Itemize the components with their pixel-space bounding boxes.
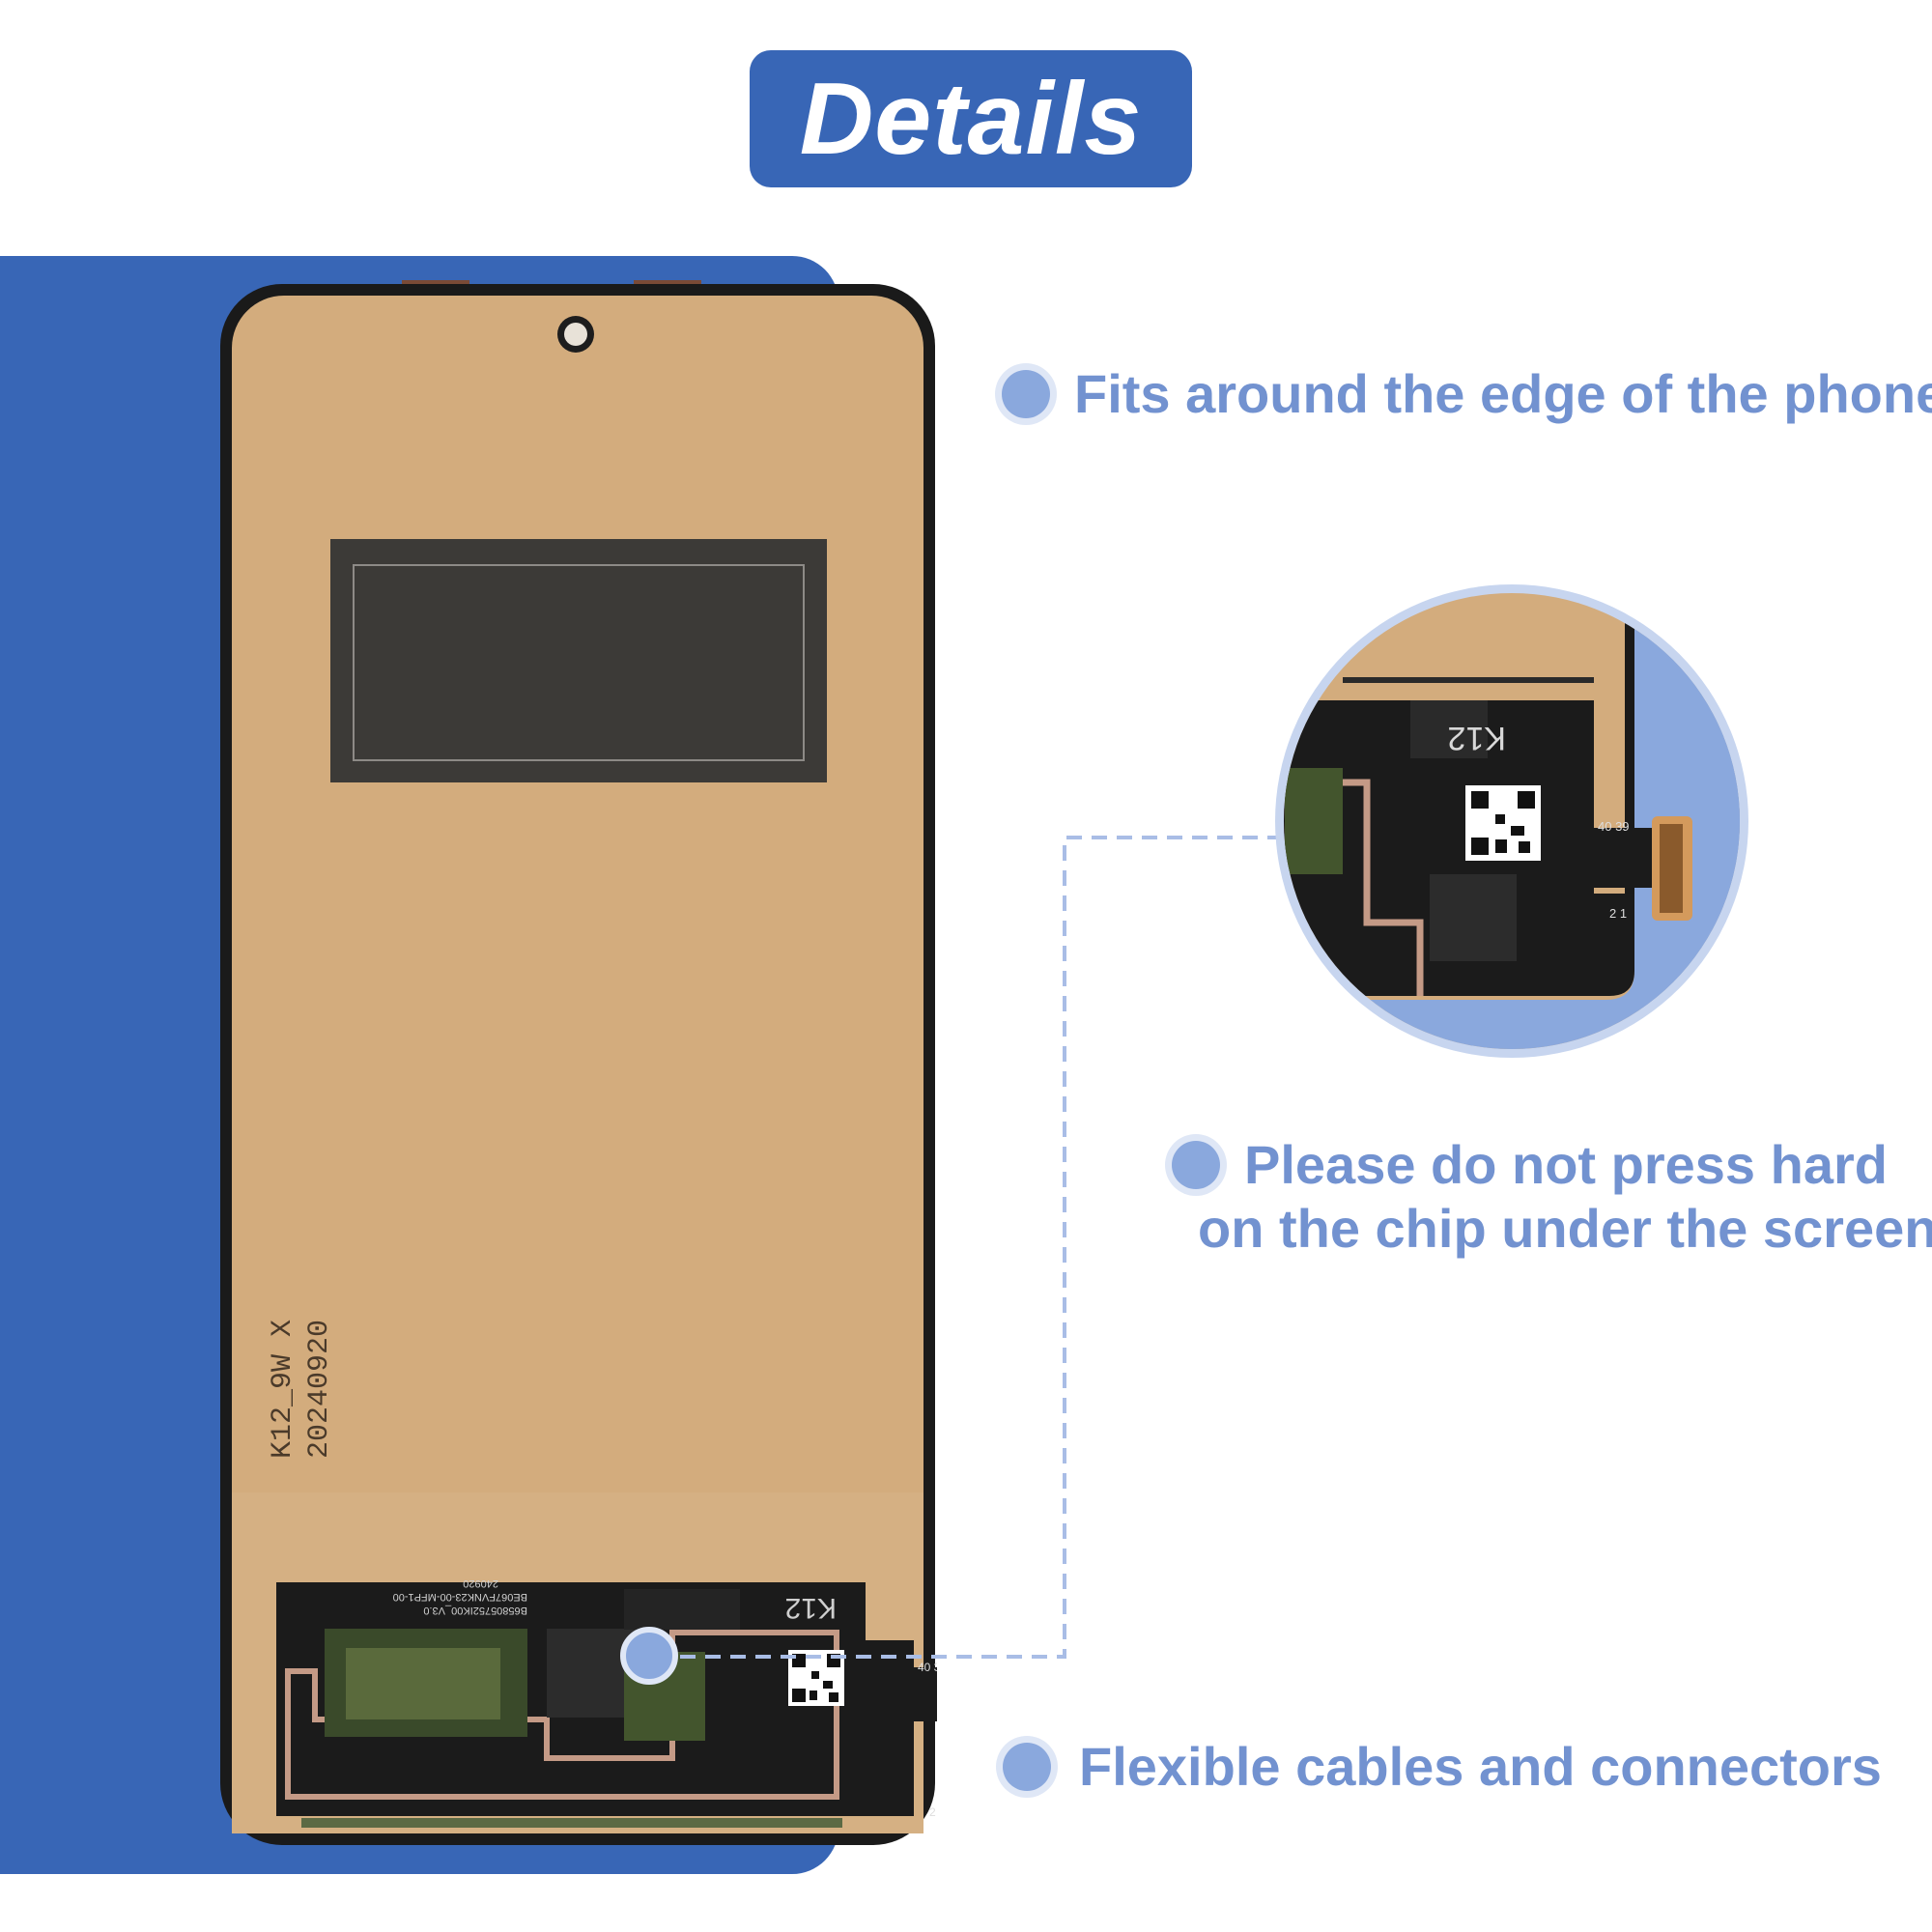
edge-bullet-dot: [1002, 370, 1050, 418]
page-title: Details: [799, 62, 1143, 176]
pcb-text-1: B65805752IK00_V3.0: [423, 1605, 527, 1616]
date-label: 20240920: [303, 1320, 336, 1459]
pcb-window-right: [624, 1652, 705, 1741]
pin-label-left: 40 39: [918, 1661, 937, 1674]
zoom-pin-label-right: 2 1: [1609, 906, 1627, 921]
cables-bullet-dot: [1003, 1743, 1051, 1791]
dark-sticker: [330, 539, 827, 782]
copper-trace: [285, 1630, 839, 1800]
zoom-chip-label: K12: [1448, 720, 1507, 756]
zoom-qr-code-icon: [1465, 785, 1541, 861]
pcb-components: [346, 1648, 500, 1719]
press-bullet-dot: [1172, 1141, 1220, 1189]
cable-tail: [895, 1667, 937, 1721]
shield-pad: [547, 1629, 636, 1718]
model-label: K12_9W X: [267, 1320, 299, 1459]
feature-edge-fit: Fits around the edge of the phone: [1074, 363, 1932, 424]
feature-press-line-1: Please do not press hard: [1244, 1134, 1888, 1195]
feature-press-line-2: on the chip under the screen: [1198, 1198, 1932, 1259]
bottom-frame-strip: [301, 1818, 842, 1828]
connector-zoom-circle: K12 40 39 2 1: [1275, 584, 1748, 1058]
pcb-text-3: 240920: [463, 1577, 498, 1589]
pin-label-right: 2 1: [929, 1805, 937, 1819]
camera-lens: [564, 323, 587, 346]
feature-flexible-cables: Flexible cables and connectors: [1079, 1736, 1882, 1797]
dark-sticker-frame: [353, 564, 805, 761]
phone-back-panel: K12_9W X 20240920 K12 B65805752IK00_V3.0…: [220, 280, 937, 1845]
chip-cover: [624, 1589, 740, 1630]
pcb-text-2: BE067FVNK23-00-MFP1-00: [393, 1591, 527, 1603]
qr-code-icon: [788, 1650, 844, 1706]
zoom-pin-label-left: 40 39: [1598, 819, 1630, 834]
chip-label: K12: [785, 1592, 837, 1624]
title-badge: Details: [750, 50, 1192, 187]
